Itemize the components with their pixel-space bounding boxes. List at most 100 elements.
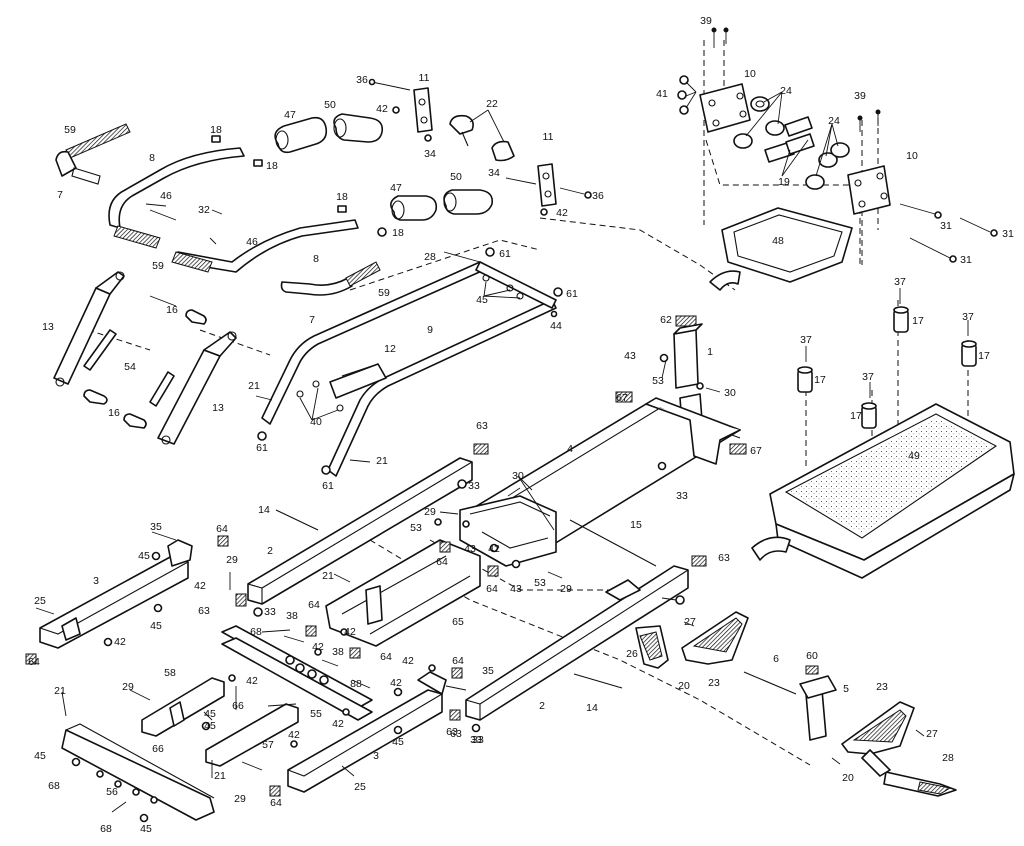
table-top-49	[751, 288, 1015, 579]
bracket-assembly-30	[459, 495, 557, 567]
callout-29: 29	[560, 583, 572, 595]
callout-37: 37	[894, 276, 906, 288]
foot-pedals	[635, 555, 957, 797]
callout-4: 4	[567, 443, 573, 455]
callout-30: 30	[724, 387, 736, 399]
callout-33: 33	[470, 734, 482, 746]
callout-42: 42	[376, 103, 388, 115]
callout-29: 29	[226, 554, 238, 566]
caster-wheels-24	[733, 96, 850, 190]
callout-50: 50	[324, 99, 336, 111]
callout-64: 64	[270, 797, 282, 809]
callout-28: 28	[942, 752, 954, 764]
callout-18: 18	[210, 124, 222, 136]
post-1	[673, 329, 699, 389]
callout-20: 20	[842, 772, 854, 784]
callout-13: 13	[42, 321, 54, 333]
callout-3: 3	[93, 575, 99, 587]
grip-59a	[113, 225, 161, 249]
callout-16: 16	[108, 407, 120, 419]
grip-47b	[390, 195, 438, 221]
callout-61: 61	[322, 480, 334, 492]
callout-34: 34	[424, 148, 436, 160]
bracket-plate-10b	[847, 165, 891, 215]
bracket-12	[329, 363, 387, 399]
callout-68: 68	[48, 780, 60, 792]
callout-42: 42	[488, 543, 500, 555]
callout-67: 67	[750, 445, 762, 457]
callout-18: 18	[336, 191, 348, 203]
knob-22a	[449, 114, 474, 135]
callout-leaders	[211, 81, 839, 531]
grip-59d	[345, 261, 381, 287]
callout-68: 68	[100, 823, 112, 835]
bolts-31	[899, 203, 998, 263]
callout-3: 3	[373, 750, 379, 762]
callout-42: 42	[312, 641, 324, 653]
callout-62: 62	[660, 314, 672, 326]
callout-43: 43	[624, 350, 636, 362]
callout-64: 64	[486, 583, 498, 595]
axle-sleeves-19	[764, 116, 815, 163]
callout-39: 39	[854, 90, 866, 102]
handle-7b	[280, 277, 353, 296]
callout-14: 14	[586, 702, 598, 714]
caster-bracket-assembly	[677, 27, 998, 291]
nut-41b	[677, 90, 687, 100]
callout-66: 66	[152, 743, 164, 755]
callout-24: 24	[780, 85, 792, 97]
hinge-11b	[537, 163, 557, 207]
callout-24: 24	[828, 115, 840, 127]
callout-59: 59	[152, 260, 164, 272]
handle-bar-8a	[108, 147, 245, 229]
callout-46: 46	[246, 236, 258, 248]
callout-43: 43	[510, 583, 522, 595]
callout-67: 67	[616, 392, 628, 404]
callout-15: 15	[630, 519, 642, 531]
callout-47: 47	[284, 109, 296, 121]
callout-43: 43	[464, 543, 476, 555]
callout-17: 17	[978, 350, 990, 362]
callout-45: 45	[204, 708, 216, 720]
callout-50: 50	[450, 171, 462, 183]
grip-50b	[443, 189, 494, 215]
callout-7: 7	[309, 314, 315, 326]
frame-9	[255, 247, 563, 477]
callout-labels: 39 10 41 24 39 24 10 19 31 31 31 48 36 1…	[28, 15, 1014, 835]
callout-21: 21	[322, 570, 334, 582]
callout-2: 2	[539, 700, 545, 712]
callout-36: 36	[356, 74, 368, 86]
callout-42: 42	[556, 207, 568, 219]
screws-39	[711, 27, 881, 132]
callout-27: 27	[926, 728, 938, 740]
callout-18: 18	[392, 227, 404, 239]
callout-33: 33	[472, 734, 484, 746]
callout-64: 64	[380, 651, 392, 663]
callout-45: 45	[204, 720, 216, 732]
cap-67a	[615, 391, 633, 403]
bracket-plate-10a	[699, 83, 751, 133]
callout-45: 45	[150, 620, 162, 632]
callout-38: 38	[332, 646, 344, 658]
grip-59b	[171, 251, 213, 273]
callout-45: 45	[476, 294, 488, 306]
cap-63d	[691, 555, 707, 567]
callout-61: 61	[566, 288, 578, 300]
callout-53: 53	[534, 577, 546, 589]
callout-23: 23	[876, 681, 888, 693]
sleeve-16b	[185, 309, 207, 325]
callout-11: 11	[419, 72, 430, 84]
callout-17: 17	[912, 315, 924, 327]
callout-1: 1	[707, 346, 713, 358]
callout-17: 17	[814, 374, 826, 386]
cap-60	[805, 665, 819, 675]
callout-42: 42	[114, 636, 126, 648]
callout-8: 8	[313, 253, 319, 265]
callout-31: 31	[940, 220, 952, 232]
grip-47a	[274, 116, 328, 154]
callout-64: 64	[28, 656, 40, 668]
callout-6: 6	[773, 653, 779, 665]
callout-20: 20	[678, 680, 690, 692]
callout-53: 53	[652, 375, 664, 387]
callout-33: 33	[264, 606, 276, 618]
